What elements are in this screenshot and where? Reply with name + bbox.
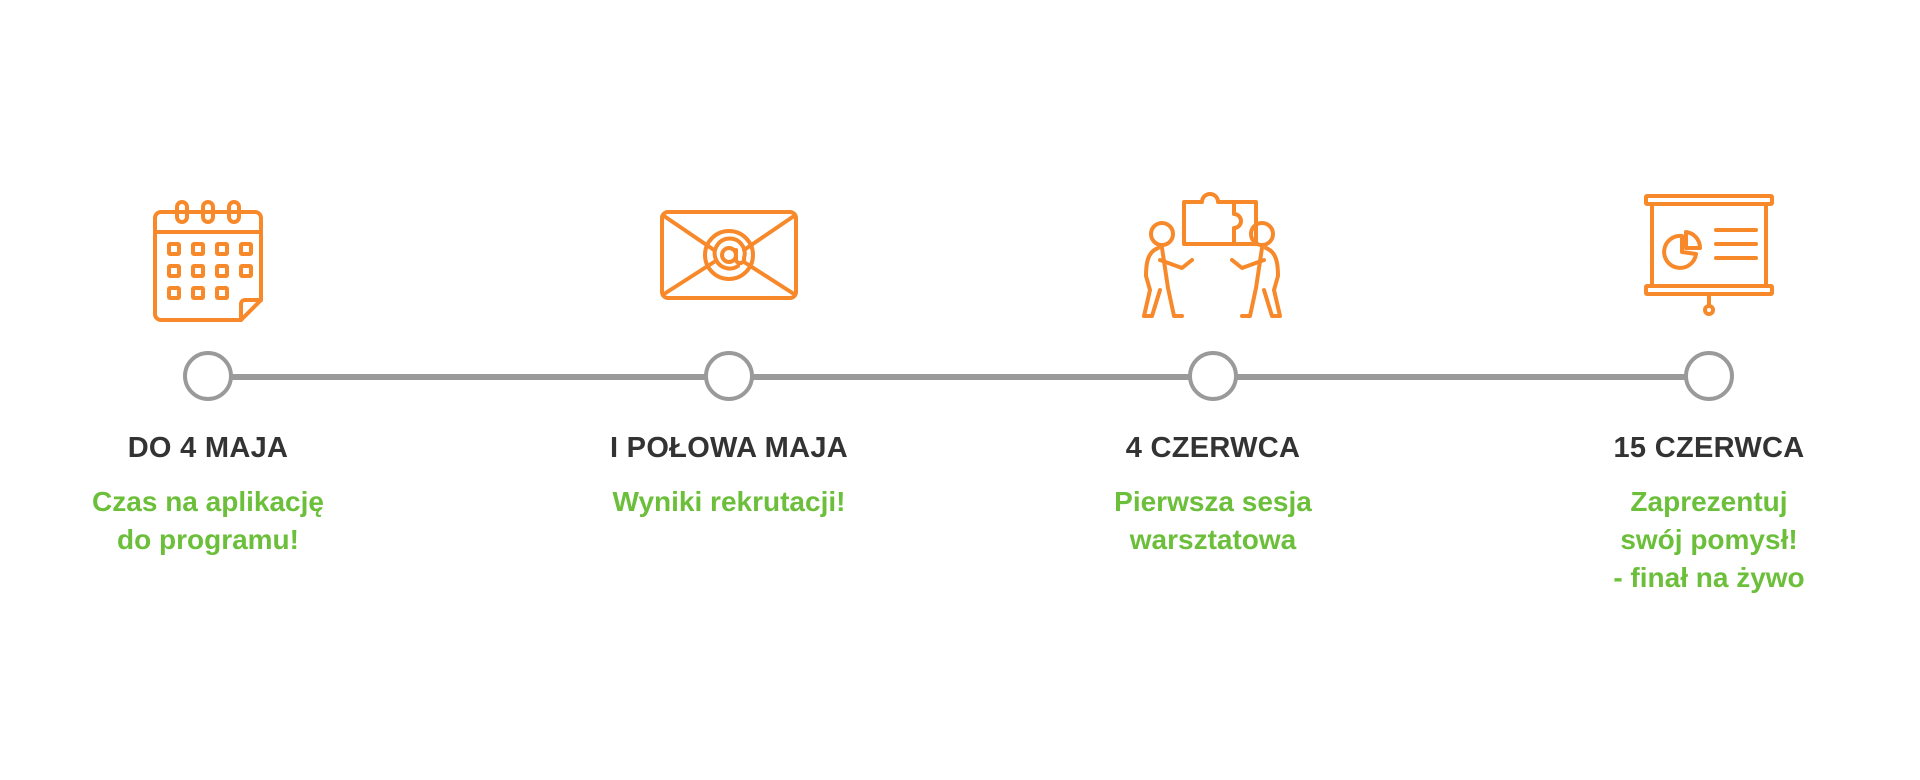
team-puzzle-icon <box>1138 190 1288 330</box>
milestone-description: Wyniki rekrutacji! <box>509 483 949 521</box>
milestone-1: DO 4 MAJA Czas na aplikację do programu! <box>0 0 428 780</box>
milestone-date: 15 CZERWCA <box>1613 432 1805 464</box>
milestone-4: 15 CZERWCA Zaprezentuj swój pomysł! - fi… <box>1489 0 1920 780</box>
milestone-description: Pierwsza sesja warsztatowa <box>993 483 1433 559</box>
description-line: Zaprezentuj <box>1630 486 1788 517</box>
milestone-date: I POŁOWA MAJA <box>609 432 849 464</box>
description-line: do programu! <box>117 524 299 555</box>
timeline-track-line <box>209 374 1711 380</box>
milestone-description: Zaprezentuj swój pomysł! - finał na żywo <box>1489 483 1920 597</box>
timeline-node <box>183 351 233 401</box>
milestone-date: 4 CZERWCA <box>1125 432 1301 464</box>
timeline-node <box>704 351 754 401</box>
milestone-description: Czas na aplikację do programu! <box>0 483 428 559</box>
description-line: warsztatowa <box>1129 524 1297 555</box>
presentation-board-icon <box>1634 190 1784 330</box>
description-line: Czas na aplikację <box>92 486 324 517</box>
description-line: Wyniki rekrutacji! <box>612 486 846 517</box>
email-envelope-icon <box>654 190 804 330</box>
description-line: Pierwsza sesja <box>1114 486 1312 517</box>
calendar-icon <box>133 190 283 330</box>
description-line: swój pomysł! <box>1620 524 1798 555</box>
milestone-3: 4 CZERWCA Pierwsza sesja warsztatowa <box>993 0 1433 780</box>
milestone-date: DO 4 MAJA <box>127 432 289 464</box>
timeline-node <box>1188 351 1238 401</box>
milestone-2: I POŁOWA MAJA Wyniki rekrutacji! <box>509 0 949 780</box>
timeline-node <box>1684 351 1734 401</box>
description-line: - finał na żywo <box>1613 562 1805 593</box>
